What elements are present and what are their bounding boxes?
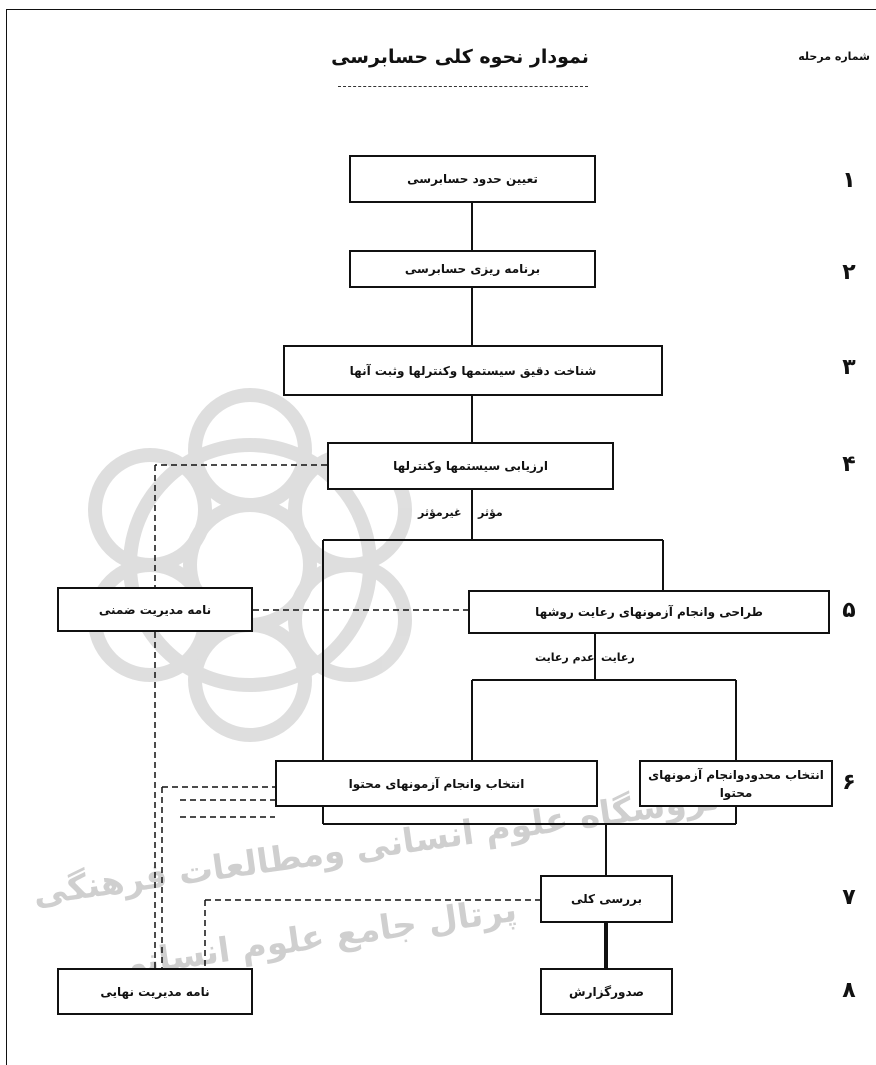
stage-number-6: ۶: [842, 770, 856, 795]
frame-left-border: [6, 9, 7, 1065]
stage-number-3: ۳: [842, 355, 856, 380]
box-systems-evaluation: ارزیابی سیستمها وکنترلها: [327, 442, 614, 490]
branch-label-ineffective: غیرمؤثر: [418, 506, 462, 519]
branch-label-effective: مؤثر: [478, 506, 503, 519]
box-compliance-tests: طراحی وانجام آزمونهای رعایت روشها: [468, 590, 830, 634]
stage-number-7: ۷: [842, 885, 856, 910]
branch-label-compliance: رعایت: [601, 651, 635, 664]
box-audit-scope: تعیین حدود حسابرسی: [349, 155, 596, 203]
box-management-letter-interim: نامه مدیریت ضمنی: [57, 587, 253, 632]
frame-top-border: [6, 9, 876, 10]
box-overall-review: بررسی کلی: [540, 875, 673, 923]
title-underline: [338, 86, 588, 87]
box-report-issuance: صدورگزارش: [540, 968, 673, 1015]
stage-number-column-label: شماره مرحله: [798, 50, 870, 63]
box-substantive-tests: انتخاب وانجام آزمونهای محتوا: [275, 760, 598, 807]
box-systems-understanding: شناخت دقیق سیستمها وکنترلها وثبت آنها: [283, 345, 663, 396]
stage-number-8: ۸: [842, 978, 856, 1003]
box-management-letter-final: نامه مدیریت نهایی: [57, 968, 253, 1015]
stage-number-5: ۵: [842, 598, 856, 623]
box-audit-planning: برنامه ریزی حسابرسی: [349, 250, 596, 288]
stage-number-2: ۲: [842, 260, 856, 285]
box-limited-substantive-tests: انتخاب محدودوانجام آزمونهای محتوا: [639, 760, 833, 807]
stage-number-1: ۱: [842, 168, 856, 193]
chart-title: نمودار نحوه کلی حسابرسی: [331, 46, 589, 68]
branch-label-non-compliance: عدم رعایت: [535, 651, 595, 664]
stage-number-4: ۴: [842, 452, 856, 477]
